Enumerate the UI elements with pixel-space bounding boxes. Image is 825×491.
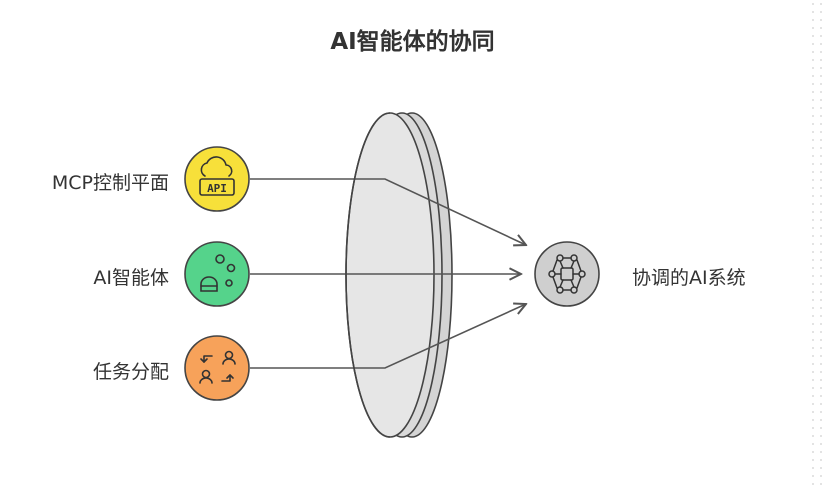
label-ai-agent: AI智能体 <box>93 263 169 290</box>
node-task-distribution <box>185 336 249 400</box>
node-coordinated-system <box>535 242 599 306</box>
api-icon-text: API <box>207 182 227 195</box>
node-mcp-control-plane: API <box>185 147 249 211</box>
label-coordinated-system: 协调的AI系统 <box>632 263 746 290</box>
label-mcp-control-plane: MCP控制平面 <box>52 168 169 195</box>
label-task-distribution: 任务分配 <box>93 357 169 384</box>
lens-shape <box>346 113 452 437</box>
node-ai-agent <box>185 242 249 306</box>
